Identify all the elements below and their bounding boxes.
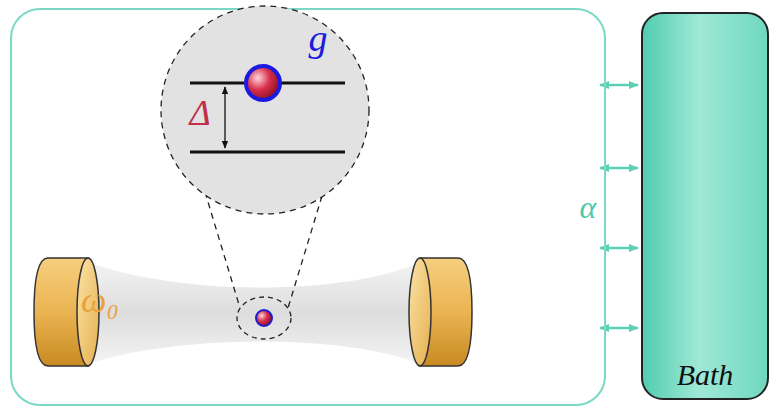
cavity-frequency: ω₀ [81, 282, 119, 318]
splitting-arrow [224, 87, 225, 148]
atom-ring [237, 297, 291, 339]
coupling-label: g [309, 19, 328, 57]
coupling-strength: α [580, 191, 597, 223]
zoom-line [288, 196, 322, 308]
atom [256, 310, 272, 326]
system-box: ω₀gΔ [10, 8, 606, 406]
cavity-beam [88, 262, 420, 364]
splitting-label: Δ [189, 95, 210, 131]
bath-box: Bath [641, 12, 769, 400]
right-mirror [409, 258, 472, 366]
bath-label: Bath [677, 360, 734, 390]
lower-level [190, 151, 345, 154]
atom-ball [246, 66, 280, 100]
zoom-circle: gΔ [160, 5, 370, 215]
